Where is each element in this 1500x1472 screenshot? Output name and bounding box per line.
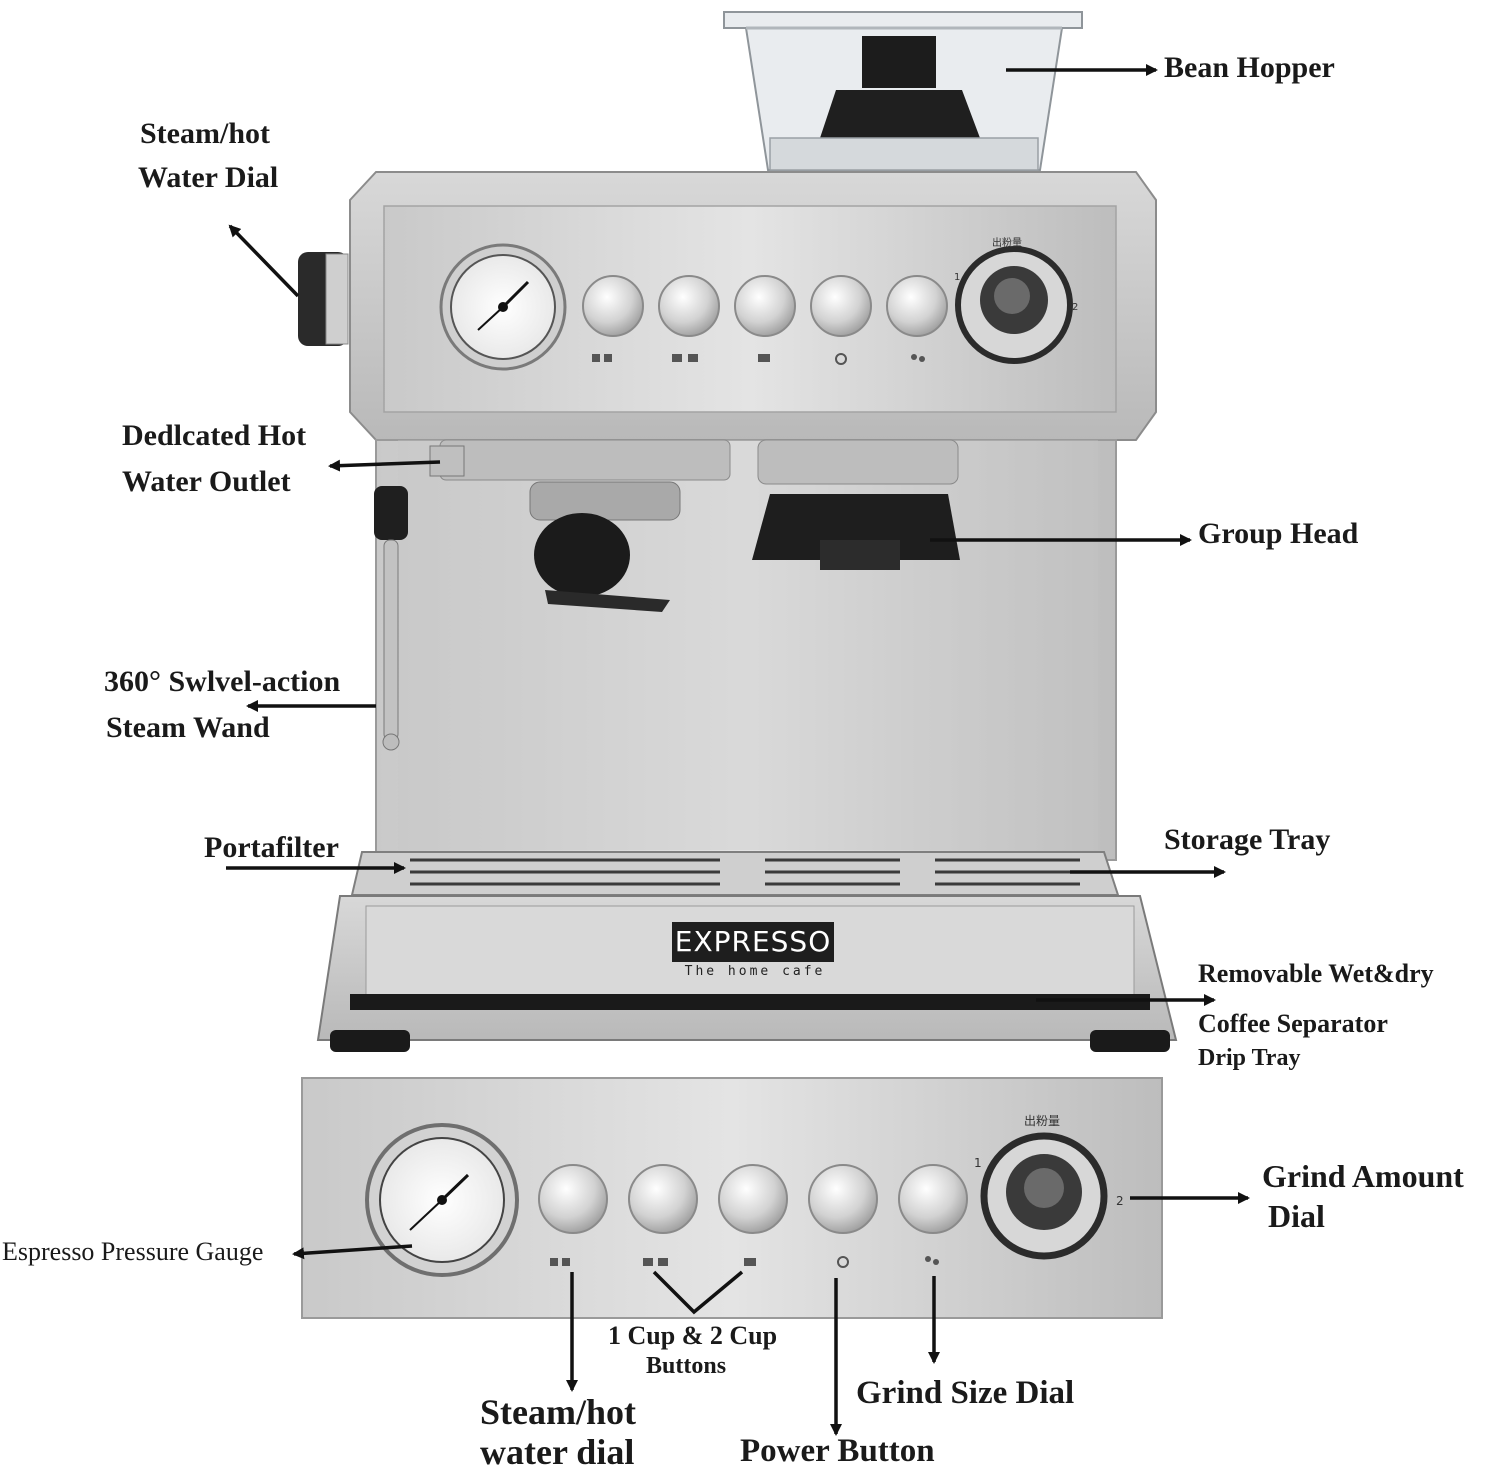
label-steam-dial-top-line2: Water Dial: [138, 161, 279, 194]
label-drip-tray-line1: Removable Wet&dry: [1198, 959, 1434, 988]
control-panel-detail: [301, 1077, 1163, 1319]
label-steam-dial-bottom-line2: water dial: [480, 1432, 635, 1472]
label-drip-tray-line3: Drip Tray: [1198, 1045, 1301, 1071]
dial-top-label-lower: 出粉量: [1024, 1114, 1061, 1128]
label-steam-wand-line2: Steam Wand: [106, 711, 270, 744]
brand-name: EXPRESSO: [674, 925, 832, 958]
arrow-hot-water-outlet: [328, 459, 441, 472]
grind-amount-dial-top: [955, 246, 1073, 364]
dial-mark-1-upper: 1: [954, 272, 961, 283]
label-drip-tray-line2: Coffee Separator: [1198, 1009, 1388, 1038]
label-cup-buttons-line1: 1 Cup & 2 Cup: [608, 1321, 778, 1350]
callout-arrows: [226, 64, 1250, 1436]
label-steam-wand-line1: 360° Swlvel-action: [104, 665, 341, 698]
brand-logo-box: [672, 922, 834, 962]
label-steam-dial-bottom-line1: Steam/hot: [480, 1392, 636, 1432]
arrow-pressure-gauge: [292, 1244, 413, 1260]
label-grind-amount-line2: Dial: [1268, 1198, 1325, 1234]
drip-tray: [316, 851, 1178, 1052]
label-portafilter: Portafilter: [204, 831, 339, 864]
label-grind-size-dial: Grind Size Dial: [856, 1375, 1075, 1411]
arrow-steam-dial-top: [228, 224, 300, 298]
dial-top-label-upper: 出粉量: [992, 238, 1022, 249]
group-heads: [439, 439, 960, 612]
bean-hopper: [723, 11, 1083, 171]
label-hot-water-outlet-line1: Dedlcated Hot: [122, 419, 307, 452]
label-hot-water-outlet-line2: Water Outlet: [122, 465, 291, 498]
dial-mark-1-lower: 1: [974, 1156, 982, 1170]
label-storage-tray: Storage Tray: [1164, 823, 1331, 856]
dial-mark-2-lower: 2: [1116, 1194, 1124, 1208]
label-bean-hopper: Bean Hopper: [1164, 51, 1335, 84]
brand-tagline: The home cafe: [684, 964, 826, 979]
label-pressure-gauge: Espresso Pressure Gauge: [2, 1237, 264, 1266]
pressure-gauge-top: [439, 243, 567, 371]
dial-mark-2-upper: 2: [1072, 302, 1079, 313]
label-group-head: Group Head: [1198, 517, 1359, 550]
steam-hot-water-side-knob: [298, 252, 349, 346]
label-cup-buttons-line2: Buttons: [646, 1353, 727, 1379]
top-button-row: [582, 275, 948, 365]
label-power-button: Power Button: [740, 1433, 935, 1469]
label-grind-amount-line1: Grind Amount: [1262, 1158, 1464, 1194]
label-steam-dial-top-line1: Steam/hot: [140, 117, 270, 150]
arrow-cup-buttons: [652, 1270, 744, 1315]
